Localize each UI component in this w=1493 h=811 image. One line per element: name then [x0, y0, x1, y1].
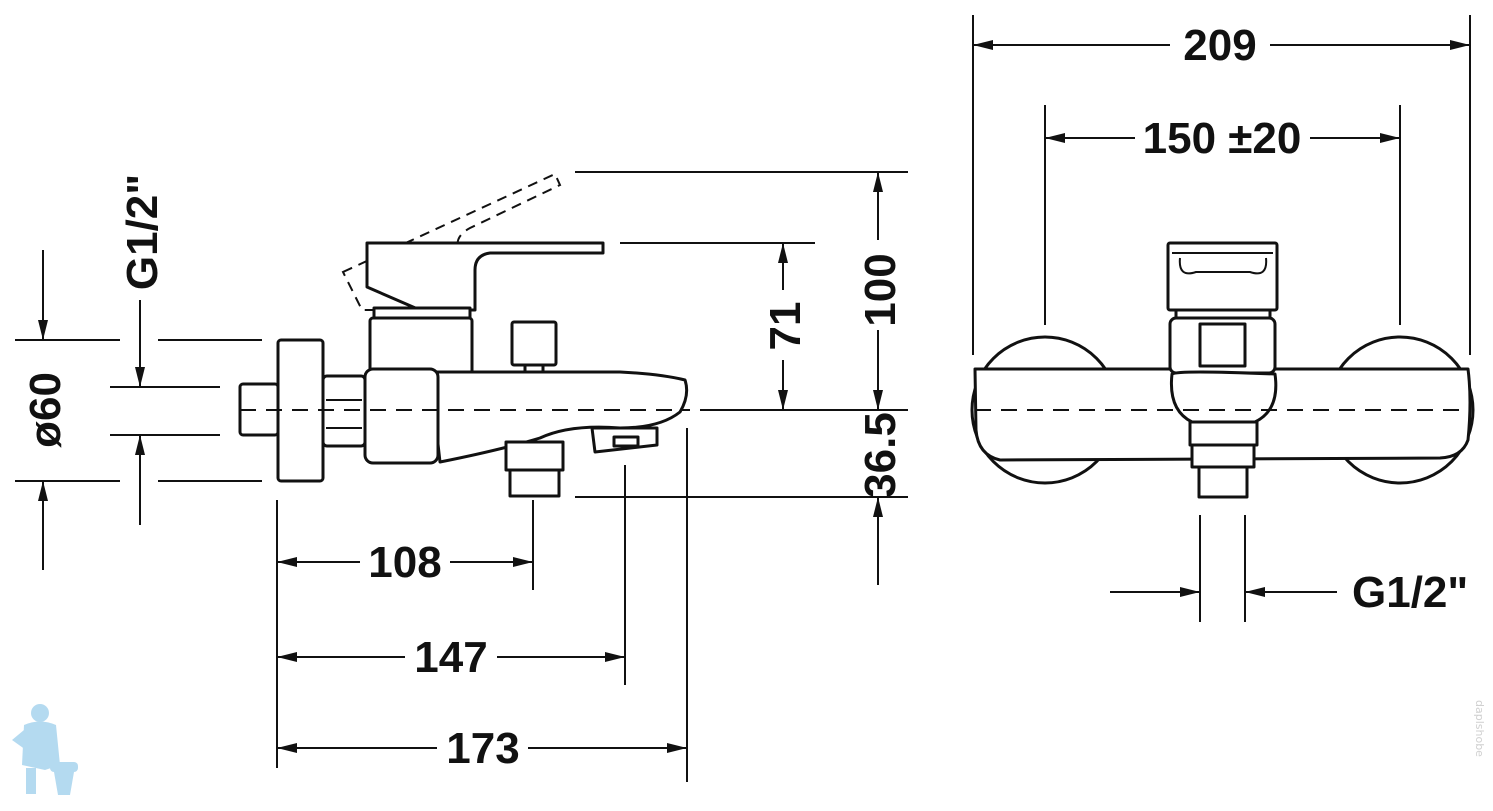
- dimension-diameter-60: ø60: [21, 250, 70, 570]
- dim-d60-label: ø60: [21, 372, 70, 448]
- extension-lines-front: [972, 15, 1471, 355]
- front-aerator: [1190, 443, 1256, 469]
- front-spout-bulb: [1169, 370, 1278, 424]
- shower-connection-upper: [504, 440, 565, 472]
- dim-209-label: 209: [1183, 21, 1256, 70]
- dimension-173: 173: [277, 724, 687, 773]
- dimension-100: 100: [856, 172, 905, 410]
- handle-grip: [1172, 252, 1273, 275]
- dimension-thread-front: G1/2": [1110, 515, 1468, 622]
- diverter-front: [1198, 322, 1247, 368]
- dimension-108: 108: [277, 538, 533, 587]
- dimension-147: 147: [277, 633, 625, 682]
- dim-36-5-label: 36.5: [856, 412, 905, 498]
- dim-100-label: 100: [856, 253, 905, 326]
- dim-108-label: 108: [368, 538, 441, 587]
- front-neck: [1188, 420, 1259, 447]
- dimension-36-5: 36.5: [856, 412, 905, 585]
- dim-150-label: 150 ±20: [1143, 114, 1302, 163]
- dim-71-label: 71: [761, 302, 810, 351]
- diverter-knob: [510, 320, 558, 367]
- extension-lines: [15, 171, 908, 782]
- valve-body: [363, 367, 440, 465]
- thread-front-label: G1/2": [1352, 568, 1468, 617]
- lever-handle: [365, 241, 605, 312]
- dimension-thread-side: G1/2": [118, 174, 167, 525]
- side-view: 71 100 36.5 ø60 G1/2" 108: [15, 171, 908, 782]
- outlet-slot: [612, 435, 640, 448]
- cartridge-body: [368, 316, 474, 376]
- dim-173-label: 173: [446, 724, 519, 773]
- dimension-150: 150 ±20: [1045, 114, 1400, 163]
- thread-side-label: G1/2": [118, 174, 167, 290]
- watermark-side-text: daplshobe: [1473, 700, 1486, 757]
- shower-connection-lower: [508, 468, 561, 498]
- front-view: 209 150 ±20 G1/2": [970, 15, 1475, 622]
- front-outlet: [1197, 465, 1249, 499]
- dimension-71: 71: [761, 243, 810, 410]
- dim-147-label: 147: [414, 633, 487, 682]
- plumber-figure-icon: [12, 704, 78, 795]
- dimension-209: 209: [973, 21, 1470, 70]
